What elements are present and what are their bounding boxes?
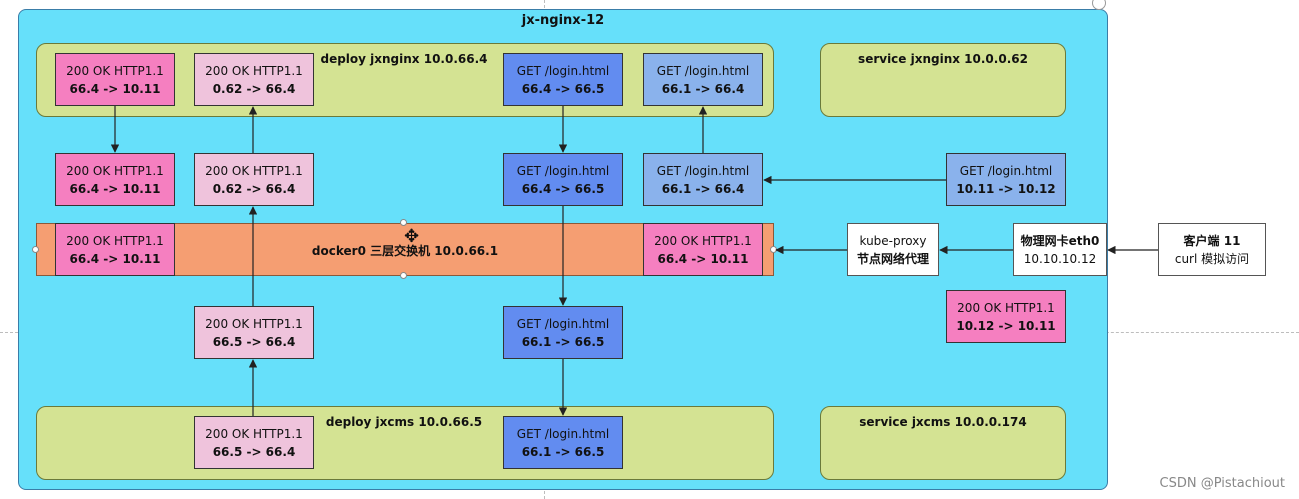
docker0-switch-label: docker0 三层交换机 10.0.66.1 [311,244,499,258]
packet-route: 66.1 -> 66.4 [661,81,745,96]
cluster-title: jx-nginx-12 [521,13,605,28]
packet-route: 0.62 -> 66.4 [212,81,296,96]
packet-route: 66.4 -> 10.11 [69,181,161,196]
eth0-title: 物理网卡eth0 [1020,233,1100,248]
packet-route: 66.1 -> 66.5 [521,334,605,349]
resize-handle-left[interactable] [32,246,39,253]
packet-box[interactable]: 200 OK HTTP1.1 66.4 -> 10.11 [55,153,175,206]
packet-route: 66.4 -> 66.5 [521,181,605,196]
packet-status: 200 OK HTTP1.1 [66,63,164,78]
packet-box[interactable]: 200 OK HTTP1.1 10.12 -> 10.11 [946,290,1066,343]
packet-box[interactable]: GET /login.html 66.4 -> 66.5 [503,53,623,106]
packet-route: 66.4 -> 10.11 [657,251,749,266]
kube-proxy-title: kube-proxy [859,233,927,248]
packet-box[interactable]: 200 OK HTTP1.1 0.62 -> 66.4 [194,153,314,206]
packet-status: 200 OK HTTP1.1 [66,163,164,178]
packet-request: GET /login.html [656,63,750,78]
packet-status: 200 OK HTTP1.1 [205,163,303,178]
packet-box[interactable]: 200 OK HTTP1.1 66.5 -> 66.4 [194,416,314,469]
packet-request: GET /login.html [656,163,750,178]
packet-request: GET /login.html [516,426,610,441]
kube-proxy-subtitle: 节点网络代理 [856,251,929,266]
packet-route: 66.1 -> 66.4 [661,181,745,196]
packet-box[interactable]: GET /login.html 66.1 -> 66.4 [643,153,763,206]
packet-box[interactable]: GET /login.html 66.1 -> 66.5 [503,416,623,469]
packet-status: 200 OK HTTP1.1 [66,233,164,248]
packet-route: 66.5 -> 66.4 [212,334,296,349]
resize-handle-top[interactable] [400,219,407,226]
packet-status: 200 OK HTTP1.1 [205,426,303,441]
packet-route: 66.1 -> 66.5 [521,444,605,459]
lane-deploy-jxcms-label: deploy jxcms 10.0.66.5 [325,415,483,429]
packet-route: 0.62 -> 66.4 [212,181,296,196]
packet-request: GET /login.html [959,163,1053,178]
client-node[interactable]: 客户端 11 curl 模拟访问 [1158,223,1266,276]
eth0-node[interactable]: 物理网卡eth0 10.10.10.12 [1013,223,1107,276]
client-title: 客户端 11 [1183,233,1241,248]
packet-box[interactable]: 200 OK HTTP1.1 66.4 -> 10.11 [643,223,763,276]
watermark: CSDN @Pistachiout [1159,476,1286,491]
packet-request: GET /login.html [516,316,610,331]
packet-status: 200 OK HTTP1.1 [957,300,1055,315]
packet-box[interactable]: GET /login.html 66.4 -> 66.5 [503,153,623,206]
lane-service-jxcms[interactable] [820,406,1066,480]
lane-service-jxnginx[interactable] [820,43,1066,117]
packet-box[interactable]: GET /login.html 66.1 -> 66.5 [503,306,623,359]
packet-route: 66.4 -> 66.5 [521,81,605,96]
lane-service-jxnginx-label: service jxnginx 10.0.0.62 [858,52,1028,66]
packet-status: 200 OK HTTP1.1 [654,233,752,248]
eth0-ip: 10.10.10.12 [1023,251,1097,266]
packet-route: 10.12 -> 10.11 [956,318,1056,333]
client-subtitle: curl 模拟访问 [1174,251,1250,266]
scroll-indicator-icon[interactable] [1092,0,1106,10]
packet-box[interactable]: 200 OK HTTP1.1 66.5 -> 66.4 [194,306,314,359]
packet-box[interactable]: GET /login.html 10.11 -> 10.12 [946,153,1066,206]
packet-box[interactable]: 200 OK HTTP1.1 66.4 -> 10.11 [55,53,175,106]
packet-route: 66.4 -> 10.11 [69,251,161,266]
packet-request: GET /login.html [516,163,610,178]
packet-status: 200 OK HTTP1.1 [205,316,303,331]
packet-route: 10.11 -> 10.12 [956,181,1056,196]
lane-service-jxcms-label: service jxcms 10.0.0.174 [859,415,1027,429]
packet-box[interactable]: 200 OK HTTP1.1 0.62 -> 66.4 [194,53,314,106]
resize-handle-bottom[interactable] [400,272,407,279]
packet-box[interactable]: GET /login.html 66.1 -> 66.4 [643,53,763,106]
packet-route: 66.5 -> 66.4 [212,444,296,459]
packet-request: GET /login.html [516,63,610,78]
lane-deploy-jxnginx-label: deploy jxnginx 10.0.66.4 [320,52,488,66]
lane-deploy-jxcms[interactable] [36,406,774,480]
packet-route: 66.4 -> 10.11 [69,81,161,96]
packet-status: 200 OK HTTP1.1 [205,63,303,78]
packet-box[interactable]: 200 OK HTTP1.1 66.4 -> 10.11 [55,223,175,276]
kube-proxy-node[interactable]: kube-proxy 节点网络代理 [847,223,939,276]
move-cursor-icon: ✥ [404,226,420,247]
